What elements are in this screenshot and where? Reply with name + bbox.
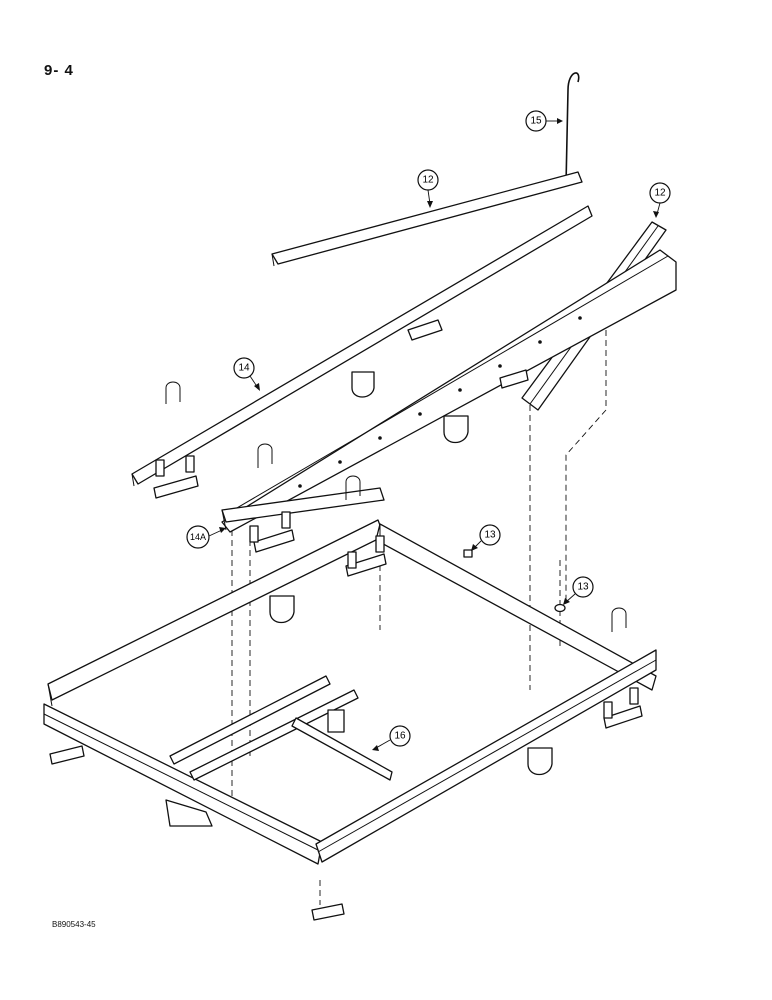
callout-14a: 14A [186,525,226,549]
angle-bar-part-12-upper [271,171,583,267]
rail-holes [298,316,582,488]
page-number: 9- 4 [44,62,74,79]
callout-label: 12 [654,188,666,199]
u-clamp [269,595,295,624]
mounting-plates [49,319,643,921]
frame-front-rail [43,703,323,865]
callout-12-diagonal: 12 [649,182,671,218]
rail-part-14 [131,205,593,487]
callout-14: 14 [233,357,260,391]
callout-13-upper: 13 [471,524,501,551]
cross-bars-part-16 [169,675,393,781]
callout-label: 14A [190,532,206,542]
u-clamp [527,747,553,776]
callout-label: 13 [577,582,589,593]
washer-part-13 [554,603,566,613]
u-bolts [165,381,627,632]
reference-code: B890543-45 [52,920,96,929]
rod-part-15 [565,72,580,186]
u-bolt [345,475,361,500]
frame-right-front-rail [315,649,657,863]
u-clamp [351,371,375,398]
nut-part-13 [463,549,473,558]
callouts: 15 12 12 14 [186,110,671,751]
u-bolt [257,443,273,468]
channel-part-14a [221,487,385,531]
callout-label: 14 [238,363,250,374]
callout-label: 15 [530,116,542,127]
u-bolt [611,607,627,632]
callout-label: 13 [484,530,496,541]
clamp-brackets [269,371,553,776]
callout-16: 16 [372,725,411,751]
callout-label: 16 [394,731,406,742]
frame-right-rail [375,523,657,691]
callout-12-upper: 12 [417,169,439,208]
frame-left-rail [47,519,385,707]
callout-15: 15 [525,110,563,132]
bushings [155,455,639,719]
callout-label: 12 [422,175,434,186]
assembly-line [565,320,607,600]
upper-rail [221,249,677,533]
u-clamp [443,415,469,444]
u-bolt [165,381,181,404]
callout-13-lower: 13 [563,576,594,605]
